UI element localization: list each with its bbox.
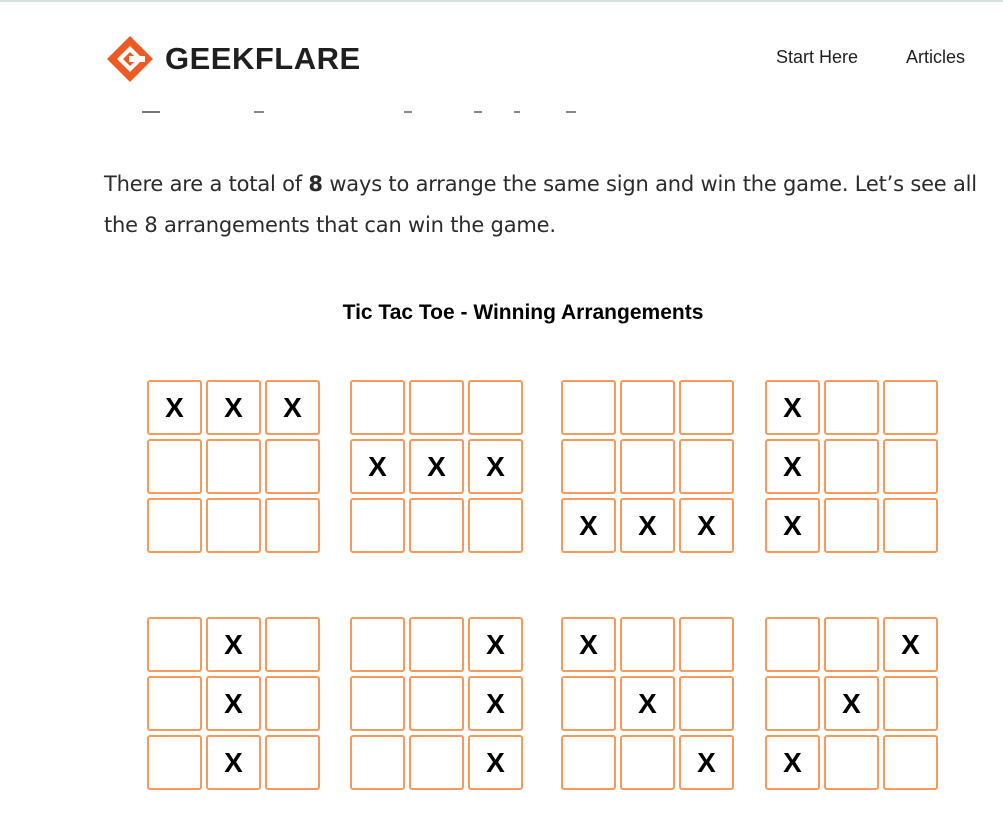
board-cell: X [883, 617, 938, 672]
board-cell: X [620, 676, 675, 731]
board-cell [561, 380, 616, 435]
board-cell [147, 735, 202, 790]
board-cell: X [765, 439, 820, 494]
figure-title: Tic Tac Toe - Winning Arrangements [342, 301, 704, 324]
board-cell: X [206, 735, 261, 790]
board-cell [679, 439, 734, 494]
board-cell: X [147, 380, 202, 435]
board-cell [824, 380, 879, 435]
board-cell [265, 676, 320, 731]
brand-name: GEEKFLARE [165, 41, 361, 76]
board-cell [350, 380, 405, 435]
board-cell [620, 617, 675, 672]
board-cell [350, 735, 405, 790]
site-logo[interactable]: GEEKFLARE [105, 34, 361, 84]
board-cell: X [561, 617, 616, 672]
nav-start-here[interactable]: Start Here [775, 47, 858, 67]
board-cell [824, 498, 879, 553]
board-cell [147, 676, 202, 731]
board-cell [409, 498, 464, 553]
site-header: GEEKFLARE Start Here Articles [0, 2, 1003, 94]
board-cell [206, 439, 261, 494]
board-cell [679, 676, 734, 731]
board-cell: X [206, 380, 261, 435]
board-cell: X [468, 617, 523, 672]
board-cell [765, 617, 820, 672]
board-cell: X [765, 380, 820, 435]
board-cell [265, 735, 320, 790]
board-cell [409, 676, 464, 731]
board-cell: X [824, 676, 879, 731]
board-cell: X [468, 676, 523, 731]
board-cell: X [620, 498, 675, 553]
board-cell [409, 735, 464, 790]
board-cell [561, 676, 616, 731]
board-cell [147, 498, 202, 553]
board-cell: X [265, 380, 320, 435]
board-cell [265, 439, 320, 494]
board-cell [265, 617, 320, 672]
board-cell: X [206, 676, 261, 731]
board-cell [350, 498, 405, 553]
geekflare-logo-icon [105, 34, 155, 84]
main-nav: Start Here Articles [776, 47, 965, 68]
board-cell [824, 439, 879, 494]
board-cell [350, 617, 405, 672]
board-cell [265, 498, 320, 553]
board-cell: X [206, 617, 261, 672]
board-cell [468, 498, 523, 553]
paragraph-count: 8 [308, 172, 323, 196]
board-cell [561, 735, 616, 790]
board-cell [147, 617, 202, 672]
board-cell: X [468, 735, 523, 790]
board-cell [824, 735, 879, 790]
nav-articles[interactable]: Articles [905, 47, 965, 67]
board-cell [679, 380, 734, 435]
board-cell [765, 676, 820, 731]
board-cell [620, 735, 675, 790]
board-cell [561, 439, 616, 494]
board-cell [206, 498, 261, 553]
top-border [0, 0, 1003, 2]
board-cell [883, 676, 938, 731]
board-cell [679, 617, 734, 672]
board-cell [883, 439, 938, 494]
board-cell [883, 498, 938, 553]
board-cell: X [679, 498, 734, 553]
paragraph-text-start: There are a total of [104, 172, 309, 196]
board-cell: X [350, 439, 405, 494]
board-cell: X [468, 439, 523, 494]
board-cell [147, 439, 202, 494]
board-cell [350, 676, 405, 731]
board-cell: X [679, 735, 734, 790]
board-cell [620, 439, 675, 494]
board-cell [468, 380, 523, 435]
scrolled-text-fragment [104, 96, 984, 118]
board-cell [824, 617, 879, 672]
board-cell: X [409, 439, 464, 494]
board-cell [620, 380, 675, 435]
board-cell [883, 380, 938, 435]
paragraph-text-end: ways to arrange the same sign and win th… [104, 172, 977, 237]
board-cell: X [561, 498, 616, 553]
board-cell [883, 735, 938, 790]
article-paragraph: There are a total of 8 ways to arrange t… [104, 164, 994, 246]
board-cell: X [765, 735, 820, 790]
board-cell [409, 380, 464, 435]
board-cell [409, 617, 464, 672]
board-cell: X [765, 498, 820, 553]
